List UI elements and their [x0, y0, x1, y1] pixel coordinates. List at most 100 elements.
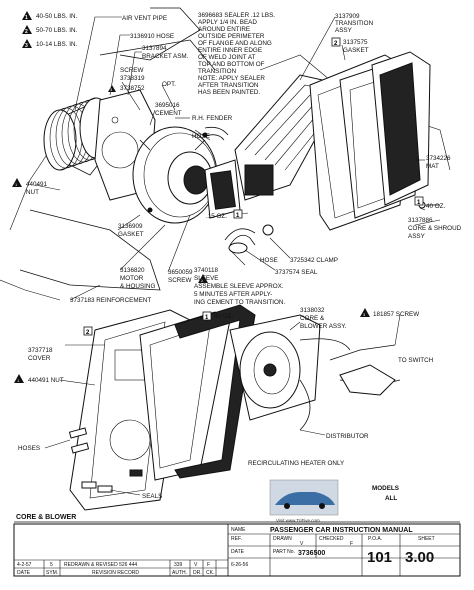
svg-text:3: 3 — [363, 312, 366, 317]
tb-sheet-value: 3.00 — [405, 549, 434, 566]
label-screw-3738752: 3738752 — [120, 85, 145, 92]
sealer-note-line: APPLY 1/4 IN. BEAD — [198, 19, 257, 26]
label-nut: NUT — [26, 189, 39, 196]
label-hose-3136910: 3136910 HOSE — [130, 33, 174, 40]
gasket-plate — [204, 159, 241, 219]
label-40oz-mid: 40 OZ. — [214, 313, 233, 320]
watermark-site-text: Visit www.TriFive.com — [276, 518, 320, 523]
label-core-number: 3137886 — [408, 217, 433, 224]
rev-ck: F — [207, 562, 210, 568]
label-reinforcement: 3737183 REINFORCEMENT — [70, 297, 151, 304]
torque-legend: 1 40-50 LBS. IN. 2 50-70 LBS. IN. 3 10-1… — [22, 11, 78, 49]
label-core-assy: ASSY — [408, 233, 426, 240]
label-motor: MOTOR — [120, 275, 144, 282]
svg-text:1: 1 — [17, 378, 20, 383]
label-cement: CEMENT — [155, 110, 182, 117]
sealer-note-line: ENTIRE INNER EDGE — [198, 47, 262, 54]
label-seal: 3737574 SEAL — [275, 269, 318, 276]
sealer-note-line: AFTER TRANSITION — [198, 82, 259, 89]
sleeve-note: 3740118 SLEEVE ASSEMBLE SLEEVE APPROX. 5… — [194, 267, 285, 306]
label-hose-lower: HOSE — [260, 257, 278, 264]
core-blower-assembly — [229, 314, 351, 421]
svg-text:1: 1 — [417, 200, 421, 206]
label-15oz: .15 OZ. — [206, 213, 227, 220]
label-bracket-number: 3137894 — [142, 45, 167, 52]
tb-drawn-label: DRAWN — [273, 536, 292, 542]
rev-col-dr: DR. — [193, 570, 202, 576]
label-hose-upper: HOSE — [192, 133, 210, 140]
tb-date-label: DATE — [231, 549, 245, 555]
rev-dr: V — [194, 562, 198, 568]
sealer-note-line: TOP AND BOTTOM OF — [198, 61, 265, 68]
label-core-shroud: CORE & SHROUD — [408, 225, 462, 232]
label-screw: SCREW — [120, 67, 143, 74]
sealer-note-line: AROUND ENTIRE — [198, 26, 250, 33]
label-bracket-asm: BRACKET ASM. — [142, 53, 189, 60]
rev-text: REDRAWN & REVISED 526 444 — [64, 562, 137, 568]
sealer-note-line: OF FLANGE AND ALONG — [198, 40, 272, 47]
label-core-blower-assy: BLOWER ASSY. — [300, 323, 347, 330]
tb-drawn-init: V — [300, 541, 304, 547]
switch-wire — [329, 344, 401, 396]
sealer-note: 3696683 SEALER .12 LBS. APPLY 1/4 IN. BE… — [198, 12, 275, 96]
label-transition-assy: ASSY — [335, 27, 353, 34]
rev-auth: 339 — [174, 562, 183, 568]
label-recirculating: RECIRCULATING HEATER ONLY — [248, 460, 345, 467]
label-nut-440491: 440491 — [26, 181, 48, 188]
sealer-note-line: TRANSITION — [198, 68, 237, 75]
sealer-note-line: NOTE: APPLY SEALER — [198, 75, 265, 82]
label-mat-number: 3734226 — [426, 155, 451, 162]
tb-poa-label: P.O.A. — [368, 536, 382, 542]
legend-item-2: 2 50-70 LBS. IN. — [22, 25, 78, 35]
legend-text-2: 50-70 LBS. IN. — [36, 27, 78, 34]
label-models: MODELS — [372, 485, 399, 492]
lower-hose-clamp — [224, 224, 274, 254]
label-cement-number: 3695016 — [155, 102, 180, 109]
sleeve-note-line: 3740118 — [194, 267, 219, 274]
tb-poa-value: 101 — [367, 549, 392, 566]
label-nut-440491-lower: 440491 NUT — [28, 377, 64, 384]
sleeve-note-line: 5 MINUTES AFTER APPLY- — [194, 291, 272, 298]
legend-text-1: 40-50 LBS. IN. — [36, 13, 78, 20]
label-mat: MAT — [426, 163, 439, 170]
sealer-note-line: HAS BEEN PAINTED. — [198, 89, 260, 96]
label-rh-fender: R.H. FENDER — [192, 115, 233, 122]
svg-text:2: 2 — [334, 41, 338, 47]
tb-checked-init: F — [350, 541, 353, 547]
svg-text:2: 2 — [86, 330, 90, 336]
sealer-note-line: 3696683 SEALER .12 LBS. — [198, 12, 275, 19]
tb-partno-label: PART No. — [273, 549, 295, 555]
label-screw-181857: 181857 SCREW — [373, 311, 419, 318]
label-housing: & HOUSING — [120, 283, 155, 290]
sealer-note-line: OF WELD JOINT AT — [198, 54, 256, 61]
tb-name-value: PASSENGER CAR INSTRUCTION MANUAL — [270, 527, 413, 534]
svg-text:1: 1 — [236, 213, 240, 219]
label-gasket-2: GASKET — [343, 47, 369, 54]
label-to-switch: TO SWITCH — [398, 357, 434, 364]
sleeve-note-line: ASSEMBLE SLEEVE APPROX. — [194, 283, 284, 290]
rev-col-ck: CK. — [206, 570, 214, 576]
rev-col-sym: SYM. — [46, 570, 58, 576]
trifive-watermark — [269, 479, 339, 516]
label-seals: SEALS — [142, 493, 162, 500]
cover-and-gaskets — [69, 304, 256, 511]
rev-sym: 5 — [50, 562, 53, 568]
blower-motor-housing — [132, 126, 218, 224]
label-opt: OPT. — [162, 81, 176, 88]
label-clamp: 3725342 CLAMP — [290, 257, 338, 264]
label-gasket: GASKET — [118, 231, 144, 238]
legend-item-1: 1 40-50 LBS. IN. — [22, 11, 78, 21]
svg-text:2: 2 — [201, 278, 204, 283]
sleeve-note-line: SLEEVE — [194, 275, 219, 282]
label-transition: TRANSITION — [335, 20, 374, 27]
label-gasket-3136909: 3136909 — [118, 223, 143, 230]
label-cover-number: 3737718 — [28, 347, 53, 354]
label-screw-3650059: 3650059 — [168, 269, 193, 276]
rev-col-auth: AUTH. — [172, 570, 187, 576]
tb-name-label: NAME — [231, 527, 246, 533]
rev-date: 4-2-57 — [17, 562, 32, 568]
label-core-blower: CORE & — [300, 315, 325, 322]
tb-sheet-label: SHEET — [418, 536, 435, 542]
label-cover: COVER — [28, 355, 51, 362]
